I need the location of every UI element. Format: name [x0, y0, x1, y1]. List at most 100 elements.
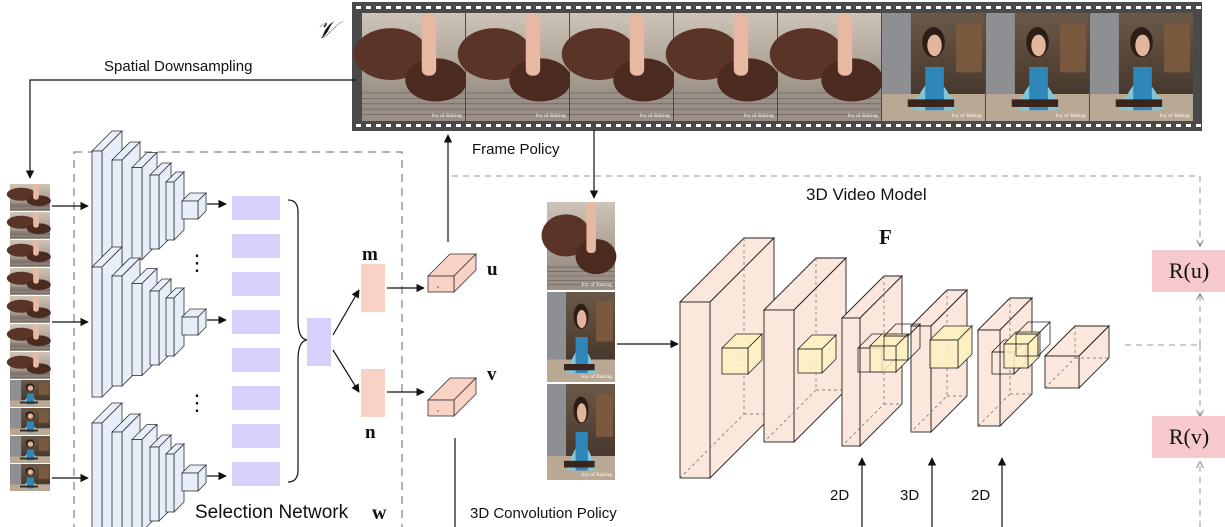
tray: [20, 429, 38, 432]
sprocket-hole: [376, 124, 381, 127]
sprocket-hole: [1026, 6, 1031, 9]
tray: [907, 99, 955, 107]
frame-caption: Joy of Baking: [847, 112, 878, 119]
sprocket-hole: [906, 6, 911, 9]
conv-kernel: [1003, 331, 1041, 369]
cabinet: [38, 438, 49, 451]
cookie: [541, 214, 591, 257]
sprocket-hole: [776, 124, 781, 127]
selection-network-box: [73, 151, 403, 527]
finger: [33, 296, 39, 312]
conv-kernel: [1015, 321, 1051, 357]
sprocket-hole: [756, 124, 761, 127]
feature-n-label: n: [365, 422, 376, 443]
sprocket-hole: [1016, 124, 1021, 127]
cabinet: [595, 301, 613, 342]
finger: [33, 240, 39, 256]
sprocket-hole: [1096, 124, 1101, 127]
sprocket-hole: [466, 124, 471, 127]
selection-network-w: w: [372, 502, 387, 524]
baking-rack: [10, 231, 50, 239]
sprocket-hole: [1136, 6, 1141, 9]
presenter-frame: [10, 408, 50, 435]
presenter-frame: Joy of Baking: [882, 13, 985, 121]
sprocket-hole: [916, 124, 921, 127]
conv-kernel: [883, 323, 921, 361]
sprocket-hole: [816, 124, 821, 127]
sprocket-hole: [1036, 124, 1041, 127]
sprocket-hole: [886, 124, 891, 127]
face: [27, 413, 34, 419]
sprocket-hole: [606, 124, 611, 127]
policy-v-cuboid: [427, 377, 477, 417]
kernel-front: [883, 335, 909, 361]
sprocket-hole: [536, 124, 541, 127]
presenter-frame: Joy of Baking: [986, 13, 1089, 121]
frame-token: [232, 462, 280, 486]
kernel-front: [797, 348, 823, 374]
policy-u-label: u: [487, 259, 498, 280]
sprocket-hole: [946, 6, 951, 9]
sprocket-hole: [1026, 124, 1031, 127]
baking-rack: [10, 343, 50, 351]
sprocket-hole: [1166, 124, 1171, 127]
frame-caption: Joy of Baking: [581, 281, 612, 288]
apron: [925, 67, 944, 111]
sprocket-hole: [996, 6, 1001, 9]
sprocket-hole: [646, 6, 651, 9]
sprocket-hole: [476, 6, 481, 9]
sprocket-hole: [826, 6, 831, 9]
frame-token: [232, 310, 280, 334]
sprocket-hole: [556, 124, 561, 127]
sprocket-hole: [366, 6, 371, 9]
sprocket-hole: [956, 124, 961, 127]
volume-front: [977, 329, 1001, 427]
frame-token: [232, 386, 280, 410]
sprocket-hole: [786, 124, 791, 127]
sprocket-hole: [386, 6, 391, 9]
tray: [20, 401, 38, 404]
volume-front: [841, 317, 861, 447]
sprocket-hole: [716, 124, 721, 127]
fridge: [10, 436, 22, 457]
sprocket-hole: [656, 6, 661, 9]
sprocket-hole: [506, 124, 511, 127]
sprocket-hole: [566, 6, 571, 9]
cnn-layer: [165, 287, 185, 357]
sprocket-hole: [356, 124, 361, 127]
finger: [33, 184, 39, 200]
face: [27, 385, 34, 391]
sprocket-hole: [706, 6, 711, 9]
face: [576, 310, 587, 328]
sprocket-hole: [786, 6, 791, 9]
sprocket-hole: [356, 6, 361, 9]
cuboid-front: [91, 266, 103, 398]
cuboid-front: [427, 275, 455, 293]
cookie: [457, 28, 532, 80]
aggregated-feature: [307, 318, 331, 366]
sprocket-hole: [396, 124, 401, 127]
finger: [421, 13, 437, 76]
frame-caption: Joy of Baking: [581, 471, 612, 478]
fridge: [10, 380, 22, 401]
baking-rack: [10, 287, 50, 295]
sprocket-hole: [1086, 6, 1091, 9]
baking-rack: [10, 315, 50, 323]
sprocket-hole: [396, 6, 401, 9]
sprocket-hole: [886, 6, 891, 9]
frame-caption: Joy of Baking: [581, 373, 612, 380]
cabinet: [595, 393, 613, 437]
sprocket-hole: [806, 6, 811, 9]
fridge: [10, 464, 22, 485]
presenter-frame: Joy of Baking: [547, 292, 615, 382]
cookie-frame: Joy of Baking: [769, 13, 884, 121]
sprocket-hole: [726, 6, 731, 9]
sprocket-hole: [766, 124, 771, 127]
sprocket-hole: [966, 124, 971, 127]
face: [927, 34, 942, 57]
sprocket-hole: [626, 6, 631, 9]
tray: [1011, 99, 1059, 107]
sprocket-hole: [996, 124, 1001, 127]
sprocket-hole: [866, 6, 871, 9]
sprocket-hole: [486, 6, 491, 9]
